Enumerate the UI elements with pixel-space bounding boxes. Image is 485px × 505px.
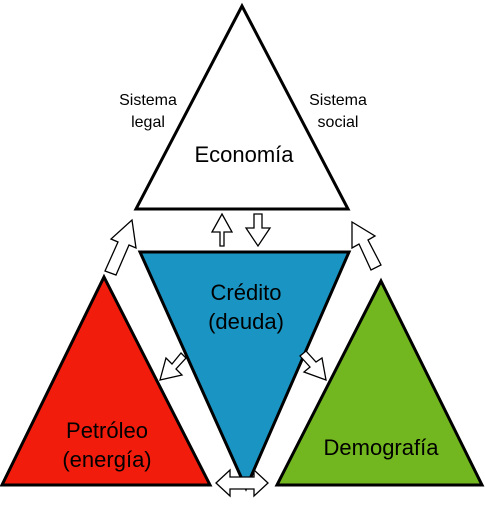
credito-label-line2: (deuda): [208, 309, 284, 334]
arrow-credito-to-petroleo: [159, 352, 187, 381]
arrow-petroleo-to-economia: [104, 218, 137, 276]
credito-triangle: [137, 250, 352, 492]
petroleo-label-line2: (energía): [62, 447, 151, 472]
left-note-line2: legal: [131, 114, 165, 131]
petroleo-triangle: [0, 273, 213, 487]
demografia-label: Demografía: [324, 435, 440, 460]
right-note-line1: Sistema: [309, 92, 367, 109]
arrow-economia-to-credito: [244, 213, 272, 248]
economia-triangle: [133, 2, 351, 211]
arrow-credito-to-demografia: [299, 350, 327, 381]
credito-label-line1: Crédito: [211, 280, 282, 305]
right-note-line2: social: [318, 114, 359, 131]
petroleo-label-line1: Petróleo: [66, 418, 148, 443]
economia-label: Economía: [194, 142, 294, 167]
arrow-credito-to-economia: [210, 212, 234, 247]
demografia-triangle: [274, 277, 485, 487]
arrow-demografia-to-economia: [351, 220, 382, 271]
left-note-line1: Sistema: [119, 92, 177, 109]
arrow-petroleo-demografia: [215, 468, 269, 498]
